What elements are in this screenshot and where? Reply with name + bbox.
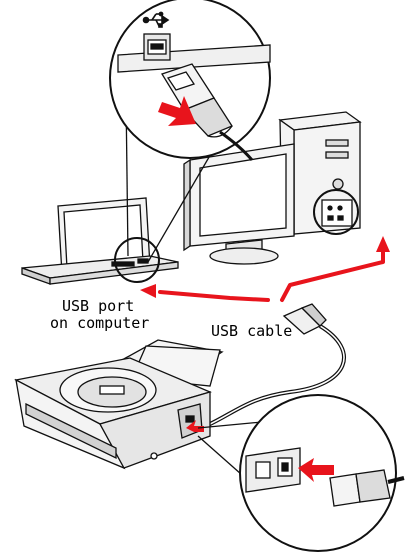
photo-printer — [14, 339, 224, 470]
insert-arrow-icon — [158, 96, 196, 126]
zoom-callout-computer — [109, 0, 271, 263]
printer-port-closeup — [245, 447, 301, 493]
usb-port-closeup — [117, 33, 271, 73]
insert-arrow-small-icon — [186, 420, 204, 432]
usb-icon — [142, 11, 170, 28]
insert-arrow-icon — [298, 458, 334, 482]
usb-b-plug-closeup — [329, 469, 405, 507]
arrow-to-laptop-icon — [140, 284, 156, 298]
usb-cable-label: USB cable — [211, 322, 293, 340]
laptop — [21, 197, 179, 285]
usb-port-label: USB port — [62, 297, 135, 315]
usb-cable — [205, 303, 346, 428]
usb-port-label-line2: on computer — [50, 314, 150, 332]
arrow-to-tower-icon — [376, 236, 390, 252]
usb-plug-closeup — [161, 63, 254, 161]
usb-plug — [282, 303, 327, 335]
laptop-port-callout — [114, 237, 160, 283]
zoom-callout-printer — [197, 394, 405, 552]
connection-paths — [158, 248, 385, 302]
tower-port-callout — [313, 189, 359, 235]
monitor — [183, 143, 295, 265]
